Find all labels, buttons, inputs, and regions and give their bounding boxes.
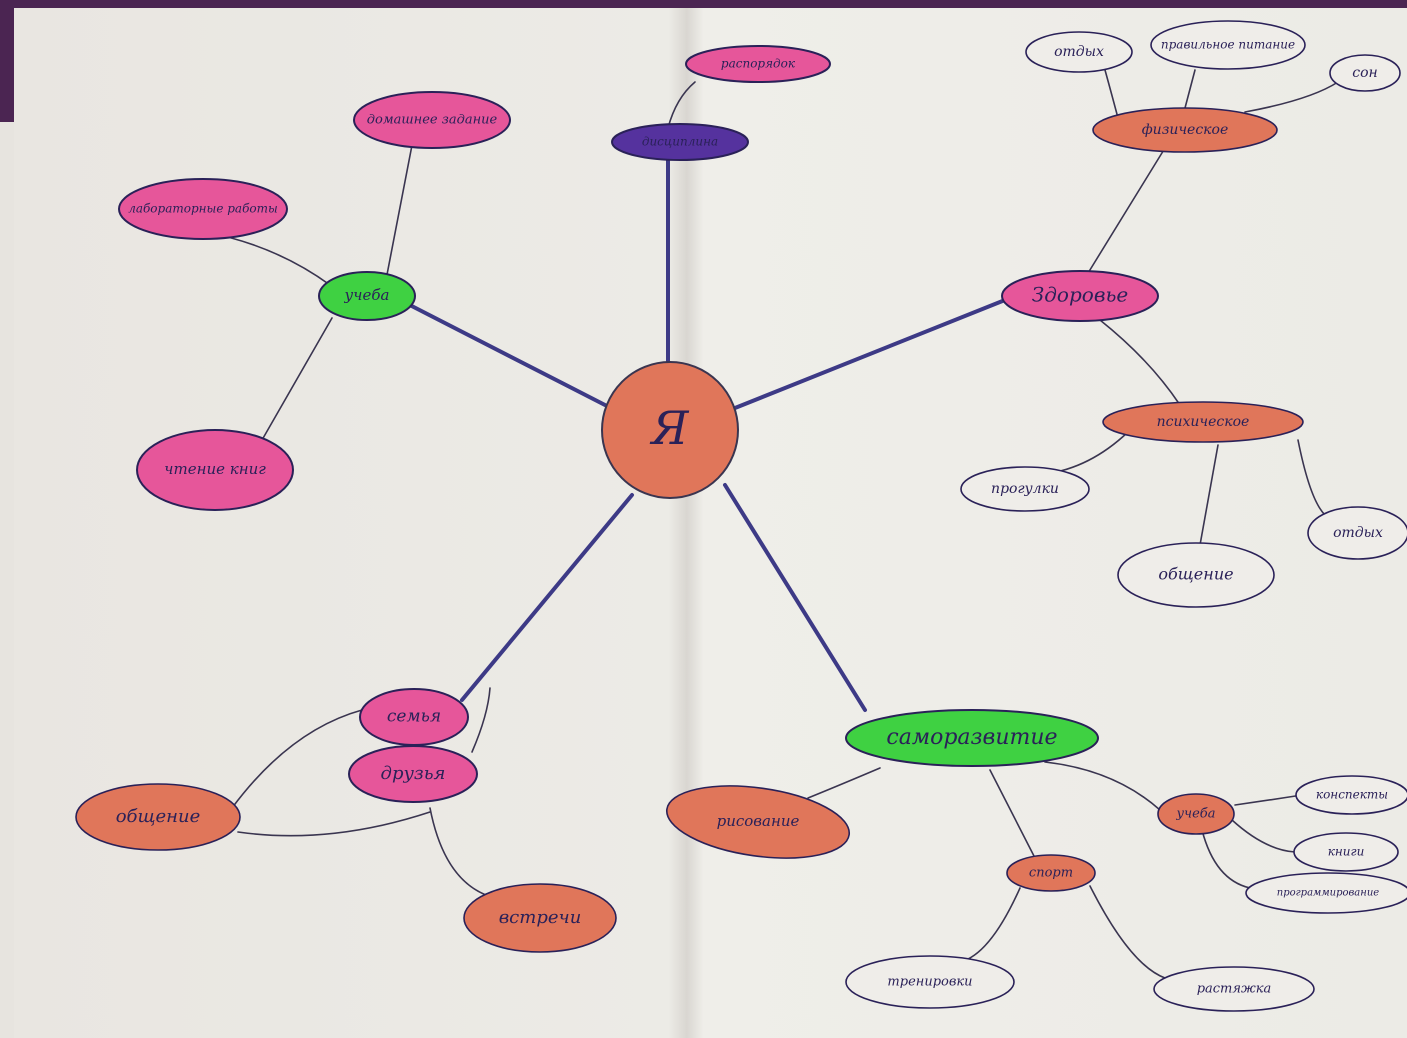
center-label: Я bbox=[649, 401, 689, 455]
label-routine: распорядок bbox=[721, 57, 796, 71]
label-training: тренировки bbox=[887, 975, 972, 990]
link-self-drawing bbox=[807, 767, 881, 799]
link-center-study bbox=[398, 298, 607, 407]
link-mental-walks bbox=[1044, 431, 1129, 475]
label-programming: программирование bbox=[1277, 888, 1380, 899]
label-discipline: дисциплина bbox=[642, 135, 718, 149]
node-reading: чтение книг bbox=[136, 429, 294, 511]
paper-sheet bbox=[14, 8, 1407, 1038]
link-center-family bbox=[460, 493, 634, 702]
link-center-self bbox=[723, 483, 867, 712]
link-center-health bbox=[733, 298, 1007, 410]
node-homework: домашнее задание bbox=[353, 91, 511, 149]
node-mental-rest: отдых bbox=[1307, 506, 1407, 560]
link-top-routine bbox=[667, 81, 696, 129]
node-study: учеба bbox=[318, 271, 416, 321]
label-stretching: растяжка bbox=[1197, 982, 1272, 997]
label-communication: общение bbox=[116, 806, 201, 827]
node-mental: психическое bbox=[1102, 401, 1304, 443]
connector-lines bbox=[204, 69, 1339, 979]
link-study-labs bbox=[204, 231, 331, 286]
label-mental: психическое bbox=[1157, 414, 1250, 430]
label-sport: спорт bbox=[1029, 866, 1073, 881]
link-sport-stretching bbox=[1089, 885, 1166, 979]
node-self-development: саморазвитие bbox=[845, 709, 1099, 767]
link-friends-meetings bbox=[429, 807, 496, 899]
link-mental-rest bbox=[1297, 439, 1326, 516]
label-friends: друзья bbox=[381, 763, 446, 784]
node-walks: прогулки bbox=[960, 466, 1090, 512]
node-drawing: рисование bbox=[665, 785, 851, 859]
link-study-homework bbox=[384, 139, 414, 286]
node-routine: распорядок bbox=[685, 45, 831, 83]
label-physical-rest: отдых bbox=[1054, 44, 1104, 60]
label-walks: прогулки bbox=[991, 481, 1059, 497]
node-training: тренировки bbox=[845, 955, 1015, 1009]
node-mental-communication: общение bbox=[1117, 542, 1275, 608]
node-physical-rest: отдых bbox=[1025, 31, 1133, 73]
label-meetings: встречи bbox=[499, 907, 582, 928]
node-labs: лабораторные работы bbox=[118, 178, 288, 240]
label-mental-rest: отдых bbox=[1333, 525, 1383, 541]
slide-frame-bar bbox=[0, 0, 1407, 8]
link-physical-nutrition bbox=[1184, 69, 1196, 109]
label-mental-communication: общение bbox=[1158, 565, 1233, 584]
node-communication: общение bbox=[75, 783, 241, 851]
node-stretching: растяжка bbox=[1153, 966, 1315, 1012]
link-study-books bbox=[1231, 819, 1296, 853]
node-programming: программирование bbox=[1245, 872, 1407, 914]
node-discipline: дисциплина bbox=[611, 123, 749, 161]
node-notes: конспекты bbox=[1295, 775, 1407, 815]
node-physical: физическое bbox=[1092, 107, 1278, 153]
label-books: книги bbox=[1328, 845, 1365, 859]
node-nutrition: правильное питание bbox=[1150, 20, 1306, 70]
label-nutrition: правильное питание bbox=[1161, 38, 1295, 52]
node-friends: друзья bbox=[348, 745, 478, 803]
link-self-sport bbox=[989, 769, 1036, 859]
label-drawing: рисование bbox=[717, 812, 800, 830]
label-notes: конспекты bbox=[1316, 788, 1388, 802]
link-family-communication bbox=[231, 709, 363, 809]
link-study-programming bbox=[1201, 829, 1251, 889]
link-mental-communication bbox=[1199, 444, 1219, 546]
link-study-notes bbox=[1234, 794, 1303, 806]
link-study-reading bbox=[261, 317, 333, 441]
node-meetings: встречи bbox=[463, 883, 617, 953]
link-physical-sleep bbox=[1244, 81, 1339, 113]
label-labs: лабораторные работы bbox=[128, 202, 278, 216]
link-health-physical bbox=[1084, 147, 1166, 279]
label-self-development: саморазвитие bbox=[886, 725, 1057, 750]
label-study: учеба bbox=[343, 286, 389, 304]
node-health: Здоровье bbox=[1001, 270, 1159, 322]
label-family: семья bbox=[387, 707, 441, 727]
node-sleep: сон bbox=[1329, 54, 1401, 92]
node-family: семья bbox=[359, 688, 469, 746]
label-reading: чтение книг bbox=[164, 460, 266, 478]
center-node: Я bbox=[601, 361, 739, 499]
label-homework: домашнее задание bbox=[367, 113, 498, 128]
link-friends-communication bbox=[237, 811, 431, 837]
slide-frame-tab bbox=[0, 0, 14, 122]
label-physical: физическое bbox=[1142, 122, 1229, 138]
link-self-study bbox=[1044, 761, 1161, 811]
node-sport: спорт bbox=[1006, 854, 1096, 892]
link-physical-rest bbox=[1104, 69, 1119, 119]
node-books: книги bbox=[1293, 832, 1399, 872]
link-family-friends bbox=[471, 687, 491, 753]
node-self-study: учеба bbox=[1157, 793, 1235, 835]
link-health-mental bbox=[1099, 319, 1181, 406]
label-sleep: сон bbox=[1352, 65, 1378, 81]
link-sport-training bbox=[959, 887, 1021, 963]
label-self-study: учеба bbox=[1175, 807, 1215, 822]
label-health: Здоровье bbox=[1032, 283, 1128, 307]
